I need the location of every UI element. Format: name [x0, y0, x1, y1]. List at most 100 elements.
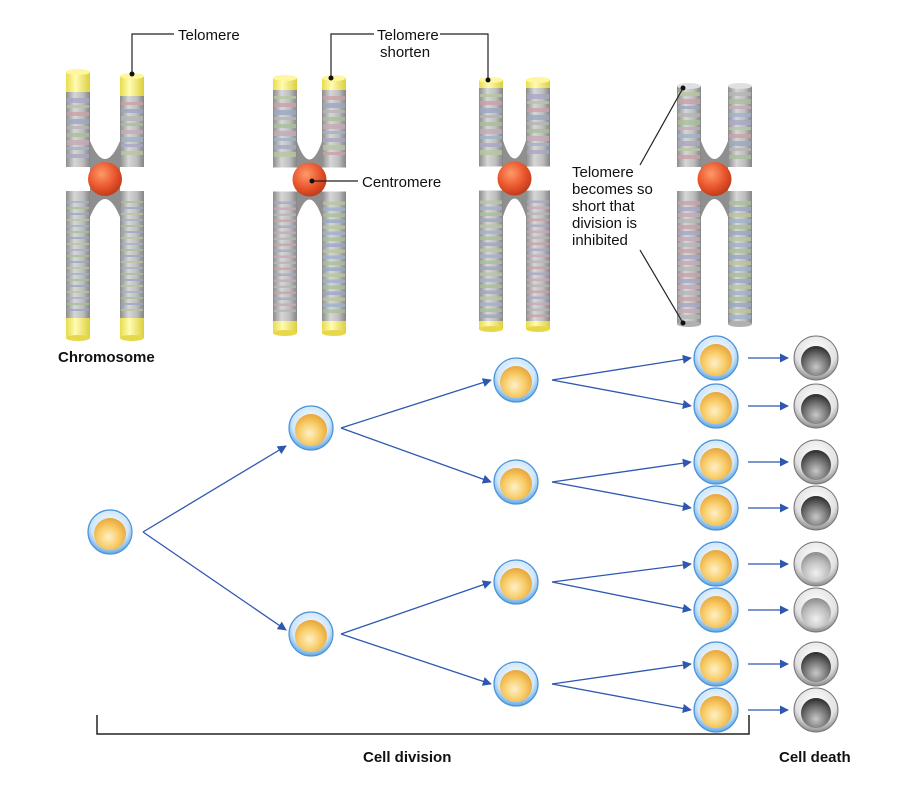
chromatid-band [527, 108, 549, 112]
chromatid-band [678, 315, 700, 319]
chromatid-band [729, 249, 751, 253]
division-arrow [551, 581, 692, 613]
chromatid-band [274, 297, 296, 300]
chromatid-band [121, 303, 143, 305]
chromatid-band [729, 225, 751, 229]
chromatid-band [729, 267, 751, 271]
chromosome-1 [66, 69, 144, 341]
inhibited-dot-top [680, 85, 686, 91]
cell-division-tree [87, 335, 839, 733]
telomere-shorten-leader-left [330, 33, 374, 78]
chromatid-lower-arm [120, 191, 144, 338]
inhibited-label-line5: inhibited [572, 232, 628, 249]
chromatid-band [323, 261, 345, 265]
chromatid-band [678, 255, 700, 259]
chromatid-band [729, 106, 751, 109]
chromatid-band [274, 255, 296, 258]
cell-division-bracket [96, 715, 750, 735]
chromatid-band [323, 124, 345, 129]
chromatid-band [527, 94, 549, 99]
chromatid-band [274, 249, 296, 252]
chromatid-band [527, 143, 549, 146]
chromatid-band [323, 291, 345, 295]
chromatid-band [480, 272, 502, 276]
chromatid-band [480, 218, 502, 222]
chromatid-band [121, 279, 143, 281]
chromatid-band [678, 113, 700, 117]
telomere-cap-bottom [66, 335, 90, 341]
telomere-cap [479, 321, 503, 329]
chromatid-band [729, 99, 751, 104]
chromatid-band [527, 206, 549, 209]
chromatid-band [678, 134, 700, 138]
cell-nucleus [700, 448, 732, 480]
chromatid-band [274, 237, 296, 240]
chromatid-band [121, 151, 143, 155]
chromatid-band [678, 92, 700, 96]
chromatid-band [480, 278, 502, 282]
daughter-cell-gen2 [493, 661, 539, 707]
chromatid-upper-arm [677, 86, 701, 167]
centromere [292, 162, 327, 197]
chromatid-band [121, 102, 143, 105]
chromatid-band [678, 261, 700, 265]
chromatid-band [678, 141, 700, 146]
telomere-cap-top [479, 77, 503, 83]
chromatid-band [274, 291, 296, 294]
chromatid-band [480, 314, 502, 318]
chromatid-band [480, 122, 502, 126]
chromatid-band [527, 308, 549, 311]
chromatid-band [121, 297, 143, 299]
chromatid-band [323, 96, 345, 100]
chromatid-band [527, 236, 549, 239]
chromatid-band [67, 98, 89, 103]
chromatid-band [323, 207, 345, 211]
cell-nucleus [500, 366, 532, 398]
chromatid-band [678, 231, 700, 235]
cell-nucleus [500, 468, 532, 500]
chromatid-band [480, 230, 502, 234]
chromatid-band [323, 249, 345, 253]
division-arrow [551, 660, 692, 685]
chromatid-band [480, 206, 502, 210]
chromatid-band [121, 123, 143, 126]
chromatid-band [480, 290, 502, 294]
label-leader-lines [129, 33, 686, 326]
chromatid-end-bottom [677, 321, 701, 327]
daughter-cell-gen3 [693, 641, 739, 687]
chromatid-band [678, 207, 700, 211]
chromatid-band [323, 303, 345, 307]
chromatid-band [121, 309, 143, 311]
chromatid-band [67, 243, 89, 245]
chromosome-2 [273, 75, 346, 336]
chromatid-band [323, 152, 345, 155]
chromatid-band [67, 213, 89, 215]
chromatid-band [678, 99, 700, 104]
daughter-cell-gen3 [693, 439, 739, 485]
daughter-cell-gen2 [493, 357, 539, 403]
chromosome-3 [479, 77, 550, 332]
telomere-shorten-dot-right [485, 77, 491, 83]
chromatid-band [480, 302, 502, 306]
chromatid-band [323, 110, 345, 113]
chromatid-band [480, 308, 502, 312]
cell-nucleus [295, 620, 327, 652]
chromatid-band [678, 225, 700, 229]
chromatid-band [323, 225, 345, 229]
chromatid-band [323, 213, 345, 217]
telomere-shorten-label-line1: Telomere [377, 27, 439, 44]
chromatid-band [323, 297, 345, 301]
chromatid-band [729, 309, 751, 313]
chromatid-band [678, 127, 700, 130]
daughter-cell-gen3 [693, 587, 739, 633]
dead-cell [793, 439, 839, 485]
telomere-cap-bottom [322, 330, 346, 336]
dead-cell [793, 587, 839, 633]
division-arrow [142, 445, 287, 533]
chromatid-band [323, 201, 345, 205]
telomere-cap [66, 318, 90, 338]
dead-cell [793, 485, 839, 531]
chromatid-band [678, 303, 700, 307]
inhibited-label-line1: Telomere [572, 164, 634, 181]
chromatid-band [527, 218, 549, 221]
